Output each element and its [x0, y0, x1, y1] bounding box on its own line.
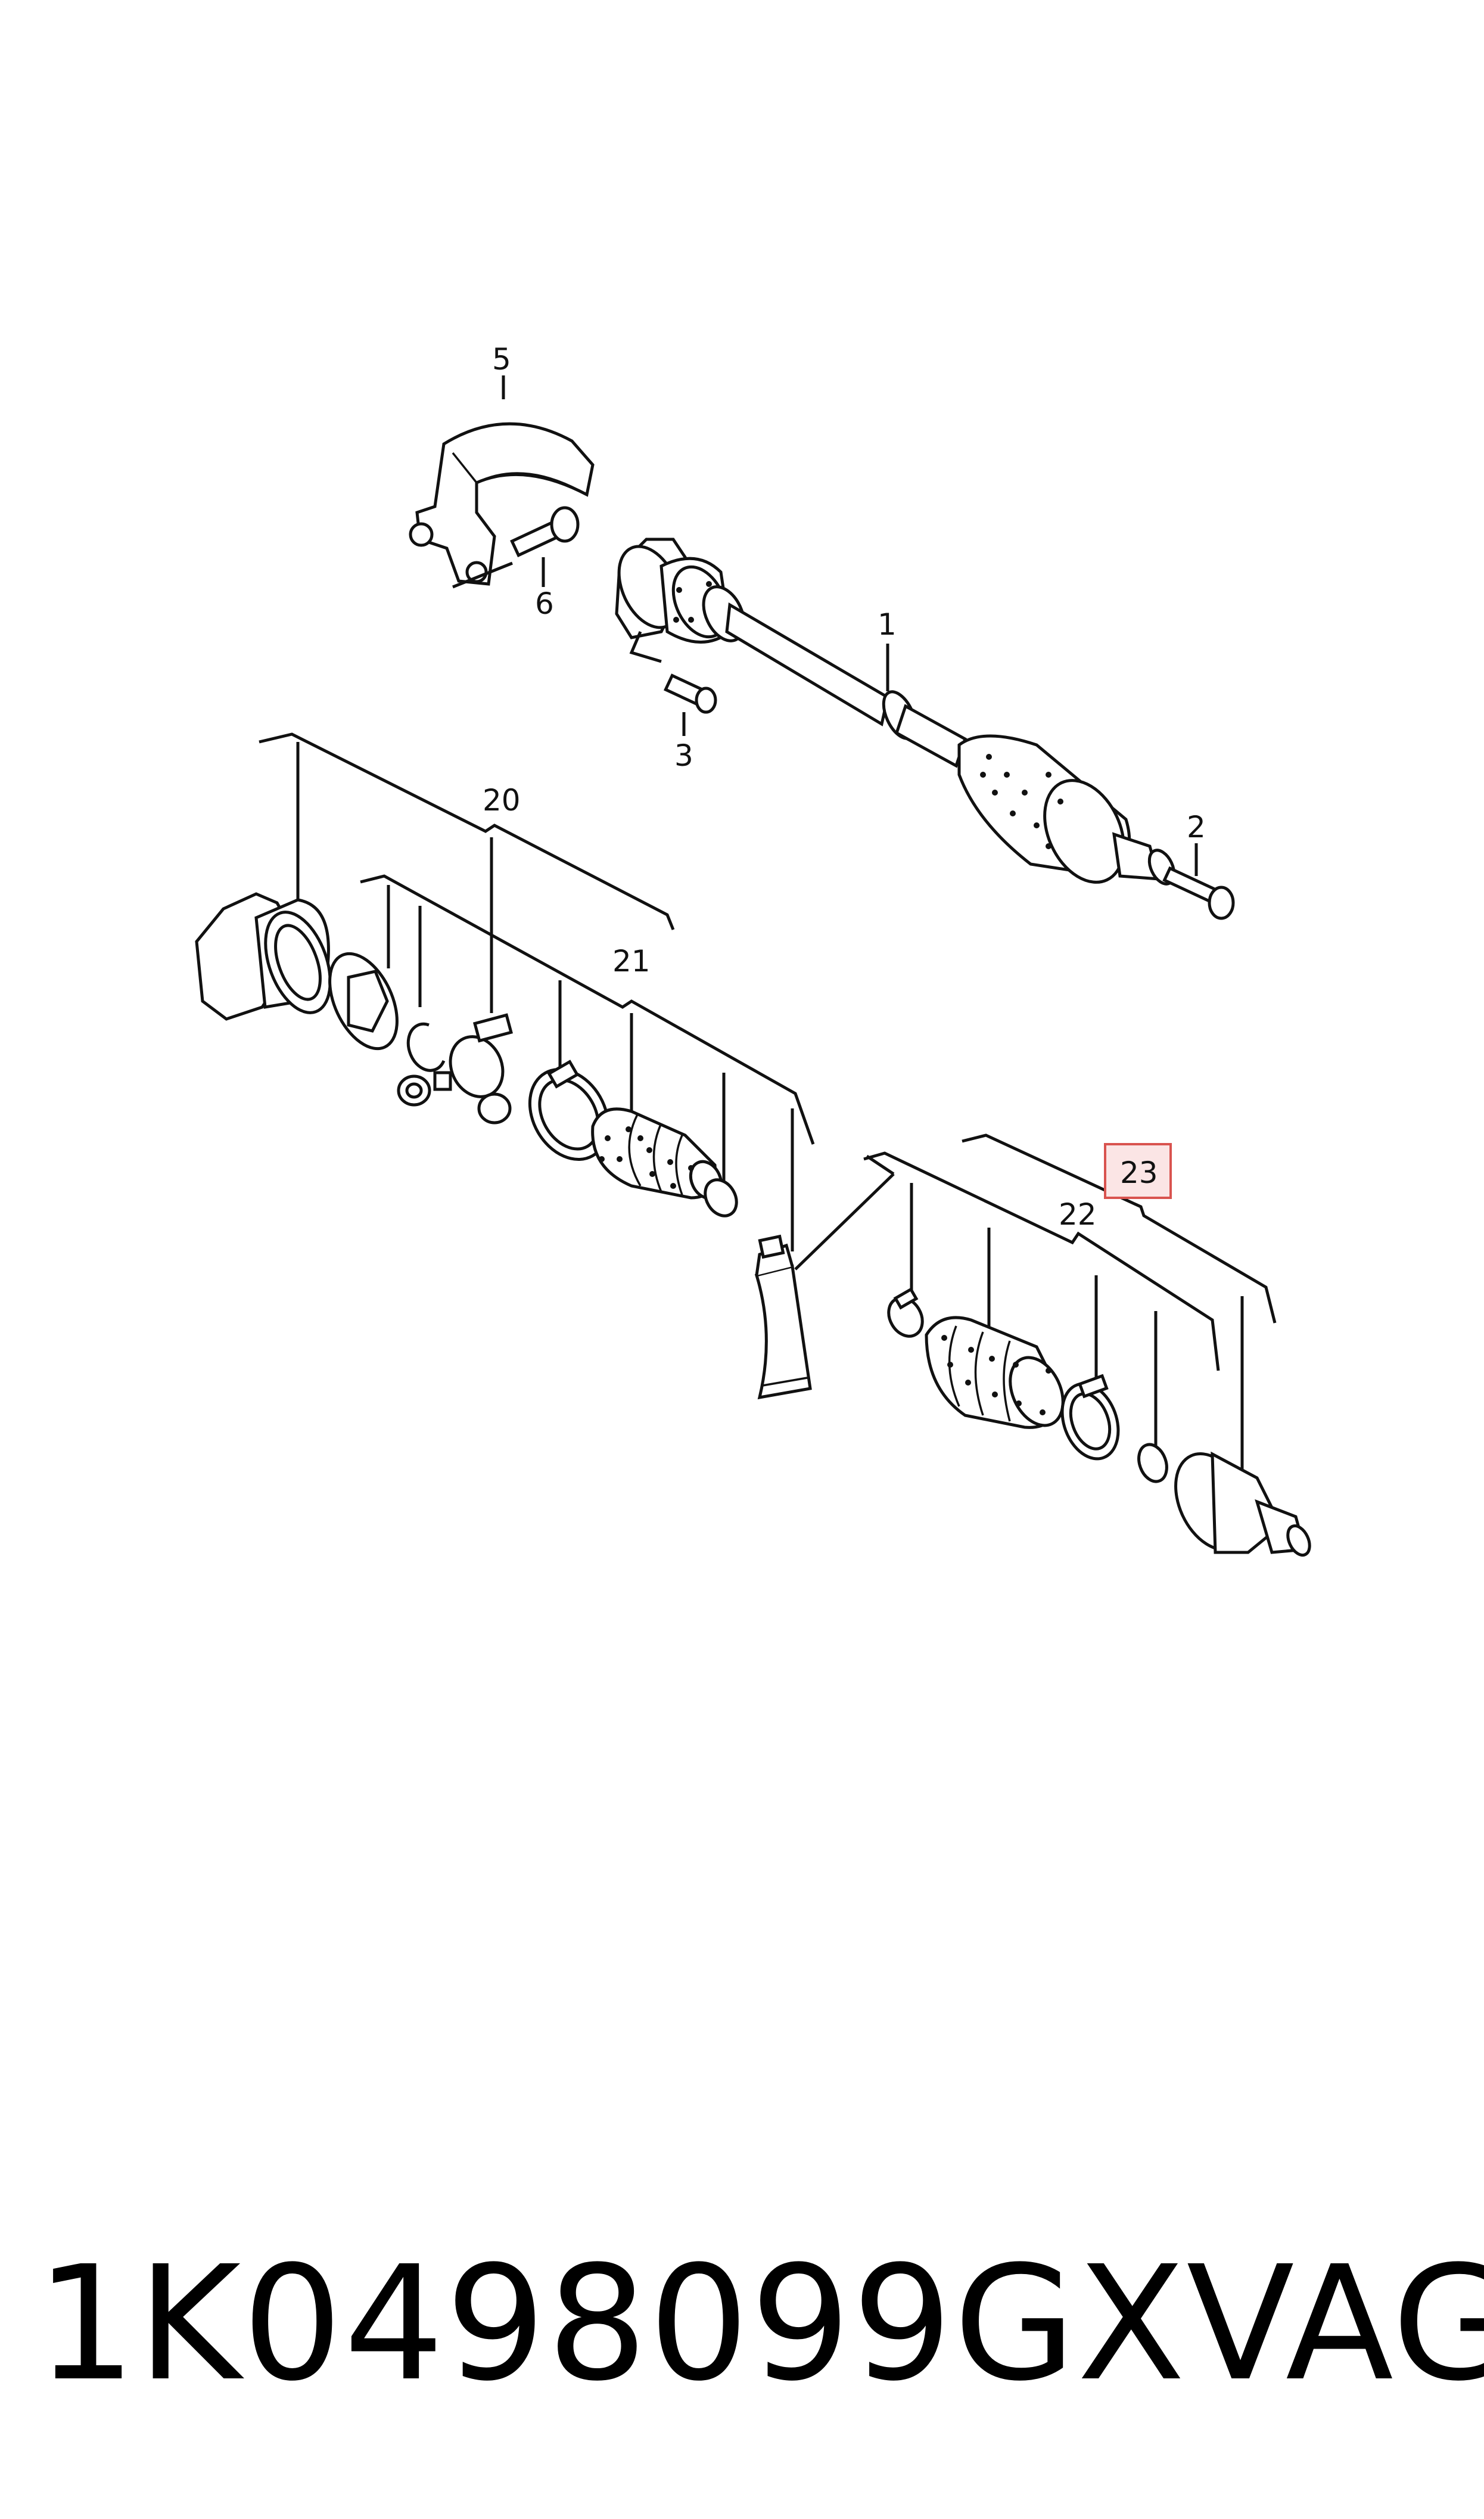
- small-parts: [397, 1013, 513, 1125]
- bracket-21: [360, 874, 815, 1145]
- heat-shield-bracket: [409, 422, 595, 589]
- callout-23: 23: [1120, 1156, 1158, 1190]
- callout-3: 3: [674, 738, 693, 773]
- callout-22: 22: [1059, 1197, 1097, 1232]
- outer-clamp-large: [1060, 1374, 1120, 1461]
- outer-circlip: [1137, 1443, 1168, 1483]
- drive-shaft-assembly: [615, 538, 1176, 886]
- bracket-20: [259, 732, 675, 930]
- hose-clamp-large: [528, 1060, 610, 1161]
- callout-2: 2: [1187, 810, 1206, 844]
- spider-cage: [328, 952, 399, 1051]
- circlip: [406, 1022, 446, 1072]
- joint-housing: [195, 892, 332, 1021]
- callout-5: 5: [492, 342, 511, 377]
- outer-joint: [1174, 1451, 1311, 1557]
- bracket-23: [962, 1133, 1277, 1324]
- callout-1: 1: [878, 607, 897, 642]
- bolt-2: [1162, 866, 1235, 920]
- callout-23-highlight: [1104, 1143, 1172, 1199]
- hose-clamp-small: [704, 1178, 738, 1217]
- callout-6: 6: [535, 586, 554, 621]
- bracket-22: [863, 1151, 1220, 1371]
- callout-20: 20: [483, 783, 521, 818]
- footer: 1K0498099GX VAG: [36, 2229, 1484, 2419]
- outer-clamp-small: [887, 1287, 924, 1338]
- callout-21: 21: [612, 944, 651, 979]
- inner-boot: [591, 1107, 723, 1200]
- part-number: 1K0498099GX: [36, 2232, 1187, 2416]
- grease-tube: [754, 1234, 812, 1400]
- bolt-6: [510, 506, 580, 558]
- bolt-3: [629, 631, 717, 714]
- outer-boot: [925, 1316, 1065, 1429]
- brand: VAG: [1186, 2232, 1484, 2416]
